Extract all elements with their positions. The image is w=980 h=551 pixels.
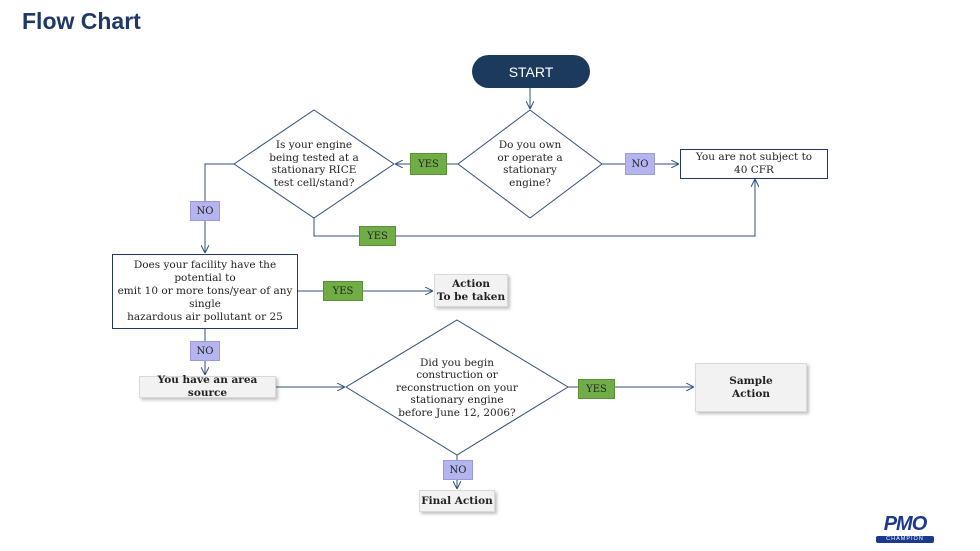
pmo-champion-logo: PMO CHAMPION: [876, 514, 934, 548]
arrow-tested-no-to-potential: [205, 163, 234, 252]
question-own-engine: Do you own or operate a stationary engin…: [497, 139, 563, 189]
question-tested: Is your engine being tested at a station…: [269, 139, 359, 189]
yes-tag-own: YES: [410, 153, 447, 175]
arrow-tested-yes-to-notsubject: [313, 180, 755, 237]
action-to-be-taken: Action To be taken: [434, 274, 508, 307]
no-tag-own: NO: [625, 153, 655, 175]
yes-tag-tested: YES: [359, 226, 396, 246]
page-title: Flow Chart: [22, 8, 141, 34]
question-construction: Did you begin construction or reconstruc…: [396, 356, 518, 419]
area-source-box: You have an area source: [139, 374, 276, 399]
diamond-own-engine: [457, 109, 603, 219]
no-tag-potential: NO: [190, 341, 220, 361]
start-node: START: [472, 55, 590, 88]
logo-sub-text: CHAMPION: [876, 536, 934, 543]
sample-action-box: Sample Action: [695, 363, 807, 412]
question-potential-box: Does your facility have the potential to…: [112, 254, 298, 329]
not-subject-box: You are not subject to 40 CFR: [680, 149, 828, 179]
yes-tag-potential: YES: [323, 281, 363, 301]
no-tag-construction: NO: [443, 460, 473, 480]
yes-tag-construction: YES: [578, 379, 615, 399]
logo-main-text: PMO: [883, 513, 928, 535]
no-tag-tested: NO: [190, 201, 220, 221]
final-action-box: Final Action: [419, 490, 495, 512]
